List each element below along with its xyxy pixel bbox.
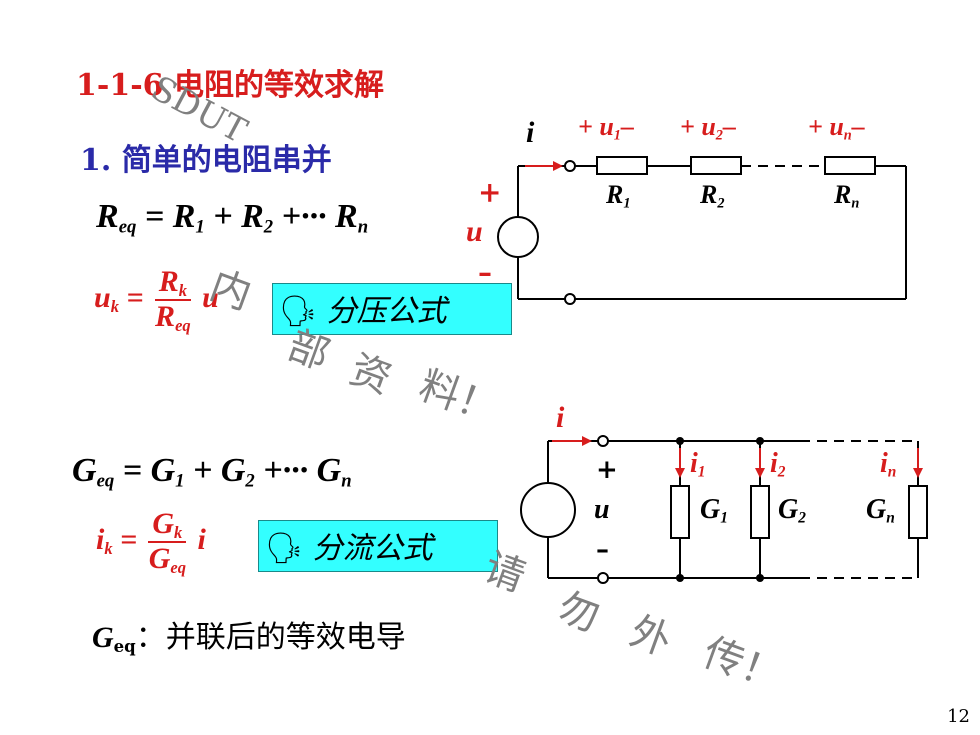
conductance-g1-label: G1 [700, 494, 728, 527]
parallel-voltage-source-icon [520, 482, 576, 538]
subsection-title: 1. 简单的电阻串并 [80, 143, 332, 178]
source-plus-label: + [478, 176, 502, 209]
series-current-label: i [526, 116, 535, 149]
drop-un-label: + un– [808, 112, 865, 144]
speaker-icon: 🗣 [265, 531, 304, 566]
equivalent-conductance-note: Geq：并联后的等效电导 [92, 620, 406, 656]
resistor-rn-icon [824, 156, 876, 175]
voltage-source-icon [497, 216, 539, 258]
branch-current-in-label: in [880, 448, 897, 481]
conductance-gn-label: Gn [866, 494, 895, 527]
page-number: 12 [947, 706, 970, 727]
terminal-icon [597, 572, 609, 584]
drop-u1-label: + u1– [578, 112, 634, 144]
current-divider-callout: 🗣 分流公式 [258, 520, 498, 572]
watermark-text: 勿 [551, 584, 606, 642]
speaker-icon: 🗣 [279, 294, 318, 329]
parallel-minus-label: – [596, 535, 609, 565]
parallel-plus-label: + [596, 455, 618, 485]
resistor-r1-label: R1 [606, 180, 631, 212]
resistor-rn-label: Rn [834, 180, 860, 212]
parallel-voltage-label: u [594, 494, 610, 525]
source-voltage-label: u [466, 215, 483, 248]
junction-dot [756, 437, 764, 445]
current-divider-formula: ik = Gk Geq i [96, 507, 206, 578]
junction-dot [756, 574, 764, 582]
voltage-divider-formula: uk = Rk Req u [94, 265, 219, 336]
conductance-g2-icon [750, 485, 770, 539]
terminal-icon [564, 160, 576, 172]
terminal-icon [597, 435, 609, 447]
source-minus-label: – [478, 256, 492, 289]
voltage-divider-callout: 🗣 分压公式 [272, 283, 512, 335]
resistor-r2-icon [690, 156, 742, 175]
watermark-text: 内 [203, 262, 258, 320]
resistor-r1-icon [596, 156, 648, 175]
conductance-gn-icon [908, 485, 928, 539]
drop-u2-label: + u2– [680, 112, 736, 144]
conductance-g1-icon [670, 485, 690, 539]
branch-current-i1-label: i1 [690, 448, 706, 481]
watermark-text: 资 [343, 346, 398, 404]
series-current-arrow [525, 161, 563, 171]
parallel-conductance-formula: Geq = G1 + G2 +··· Gn [72, 452, 352, 492]
watermark-text: 料！ [413, 362, 505, 434]
conductance-g2-label: G2 [778, 494, 806, 527]
watermark-text: 传！ [697, 629, 789, 701]
section-title: 1-1-6 电阻的等效求解 [76, 68, 384, 103]
resistor-r2-label: R2 [700, 180, 725, 212]
parallel-current-label: i [556, 401, 565, 434]
junction-dot [676, 437, 684, 445]
series-resistance-formula: Req = R1 + R2 +··· Rn [96, 198, 369, 238]
branch-current-i2-label: i2 [770, 448, 786, 481]
junction-dot [676, 574, 684, 582]
watermark-text: 外 [623, 608, 678, 666]
terminal-icon [564, 293, 576, 305]
